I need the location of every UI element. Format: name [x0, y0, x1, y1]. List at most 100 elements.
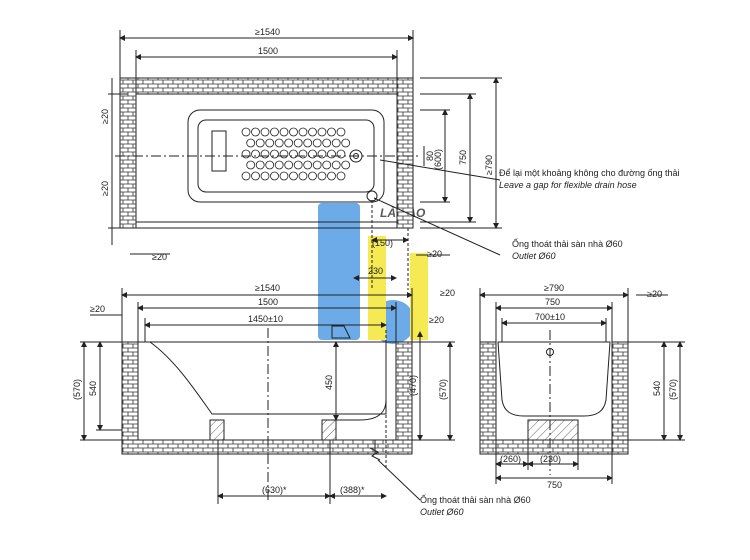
top-overall-depth: ≥790	[484, 155, 494, 175]
anti-slip-dot	[270, 149, 279, 159]
front-inner-width: 1500	[258, 297, 278, 307]
front-support-left	[209, 419, 225, 441]
front-wall-left	[121, 341, 139, 441]
anti-slip-dot	[327, 171, 336, 181]
side-wall-left	[479, 341, 497, 441]
anti-slip-dot	[284, 138, 294, 148]
top-gap-80: 80	[425, 151, 435, 161]
outlet-note-vi-2: Ống thoát thải sàn nhà Ø60	[420, 494, 531, 505]
side-support	[527, 419, 579, 441]
side-dim-260: (260)	[500, 454, 521, 464]
anti-slip-dot	[303, 160, 313, 170]
anti-slip-dot	[308, 127, 317, 137]
side-tub-shape	[497, 341, 611, 417]
anti-slip-dot	[241, 149, 251, 159]
logo-yellow-bar-1	[368, 236, 386, 340]
side-gap-20: ≥20	[647, 289, 662, 299]
gap-note-vi: Để lại một khoảng không cho đường ống th…	[499, 168, 680, 178]
front-height-570-right: (570)	[438, 379, 448, 400]
front-gap-right: ≥20	[429, 315, 444, 325]
front-tub-shape	[138, 341, 396, 415]
top-inner-depth: (600)	[433, 149, 443, 170]
anti-slip-dots	[241, 127, 351, 181]
anti-slip-dot	[341, 160, 351, 170]
side-bottom-750: 750	[547, 480, 562, 490]
top-outlet-offset: (150)	[372, 238, 393, 248]
headrest	[211, 130, 227, 172]
front-height-570: (570)	[72, 379, 82, 400]
side-height-570: (570)	[668, 379, 678, 400]
anti-slip-dot	[279, 149, 289, 159]
anti-slip-dot	[241, 171, 251, 181]
anti-slip-dot	[336, 127, 346, 137]
anti-slip-dot	[279, 171, 289, 181]
top-inner-width: 1500	[258, 46, 278, 56]
anti-slip-dot	[265, 138, 275, 148]
logo-yellow-bar-2	[410, 253, 428, 340]
top-view	[108, 30, 502, 290]
anti-slip-dot	[274, 138, 284, 148]
front-gap-left: ≥20	[90, 304, 105, 314]
anti-slip-dot	[293, 160, 303, 170]
side-height-540: 540	[652, 381, 662, 396]
anti-slip-dot	[251, 171, 260, 181]
anti-slip-dot	[241, 127, 251, 137]
top-tub-outline	[135, 93, 398, 223]
anti-slip-dot	[260, 149, 270, 159]
top-wall-frame	[119, 77, 414, 229]
side-overall-width: ≥790	[544, 283, 564, 293]
anti-slip-dot	[260, 171, 270, 181]
gap-note-en: Leave a gap for flexible drain hose	[499, 180, 637, 190]
side-tub-width: 750	[545, 297, 560, 307]
side-dim-230: (230)	[540, 454, 561, 464]
anti-slip-dot	[289, 127, 298, 137]
anti-slip-dot	[317, 127, 327, 137]
anti-slip-dot	[312, 138, 322, 148]
outlet-note-vi-1: Ống thoát thải sàn nhà Ø60	[512, 238, 623, 249]
anti-slip-dot	[303, 138, 313, 148]
anti-slip-dot	[327, 127, 336, 137]
anti-slip-dot	[251, 127, 260, 137]
side-floor	[479, 439, 629, 455]
side-view	[479, 288, 685, 484]
top-outlet-230: 230	[368, 266, 383, 276]
anti-slip-dot	[279, 127, 289, 137]
top-outlet	[366, 190, 378, 202]
front-view	[80, 288, 455, 504]
outlet-note-en-1: Outlet Ø60	[512, 251, 556, 261]
anti-slip-dot	[260, 127, 270, 137]
anti-slip-dot	[298, 149, 308, 159]
anti-slip-dot	[336, 149, 346, 159]
anti-slip-dot	[308, 171, 317, 181]
front-floor	[121, 439, 413, 455]
outlet-note-en-2: Outlet Ø60	[420, 507, 464, 517]
anti-slip-dot	[298, 127, 308, 137]
anti-slip-dot	[246, 138, 256, 148]
top-gap-20-bottom: ≥20	[152, 252, 167, 262]
anti-slip-dot	[270, 127, 279, 137]
front-drain-470: (470)	[408, 375, 418, 396]
front-dim-630: (630)*	[262, 485, 287, 495]
anti-slip-dot	[246, 160, 256, 170]
anti-slip-dot	[341, 138, 351, 148]
anti-slip-dot	[298, 171, 308, 181]
front-gap-right2: ≥20	[440, 288, 455, 298]
anti-slip-dot	[289, 149, 298, 159]
anti-slip-dot	[322, 138, 332, 148]
anti-slip-dot	[265, 160, 275, 170]
anti-slip-dot	[289, 171, 298, 181]
front-height-540: 540	[88, 381, 98, 396]
anti-slip-dot	[255, 160, 265, 170]
front-bath-length: 1450±10	[248, 314, 283, 324]
top-tub-depth: 750	[458, 150, 468, 165]
front-drain-450: 450	[324, 375, 334, 390]
anti-slip-dot	[317, 149, 327, 159]
top-gap-20-right: ≥20	[427, 249, 442, 259]
logo-blue-bar	[318, 203, 360, 340]
anti-slip-dot	[336, 171, 346, 181]
front-dim-388: (388)*	[340, 485, 365, 495]
side-inner-width: 700±10	[535, 312, 565, 322]
anti-slip-dot	[255, 138, 265, 148]
anti-slip-dot	[322, 160, 332, 170]
front-overall-width: ≥1540	[255, 283, 280, 293]
